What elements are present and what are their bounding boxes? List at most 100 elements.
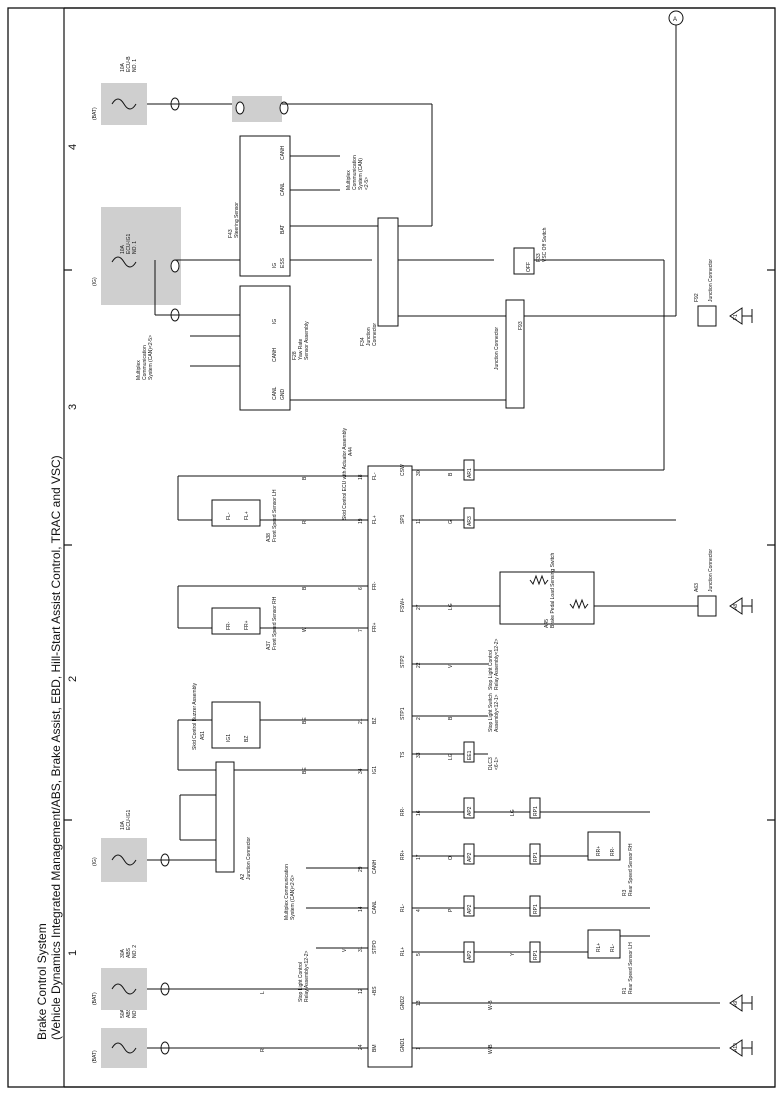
- junction-a2: A2 Junction Connector: [179, 761, 368, 880]
- svg-text:14: 14: [358, 906, 364, 912]
- junction-a63: A63 Junction Connector A8: [694, 549, 753, 617]
- svg-text:RR+: RR+: [596, 846, 602, 856]
- fuse-terminals: [160, 96, 289, 1055]
- grid-number-3: 3: [67, 404, 79, 410]
- svg-text:CANH: CANH: [280, 145, 286, 160]
- svg-text:34: 34: [358, 768, 364, 774]
- svg-text:Multiplex Communication: Multiplex Communication: [284, 864, 290, 920]
- svg-text:CANH: CANH: [372, 859, 378, 874]
- svg-text:+BS: +BS: [372, 986, 378, 996]
- svg-text:A2: A2: [240, 874, 246, 880]
- svg-text:R1: R1: [622, 987, 628, 994]
- svg-text:22: 22: [416, 662, 422, 668]
- svg-text:P: P: [448, 908, 454, 912]
- svg-text:B: B: [302, 476, 308, 480]
- fuse-abs-no2: (BAT) 30A ABS NO. 2: [92, 945, 147, 1010]
- svg-text:STPO: STPO: [372, 940, 378, 954]
- svg-text:1: 1: [416, 1047, 422, 1050]
- svg-text:Stop Light Control: Stop Light Control: [488, 650, 494, 690]
- svg-text:B: B: [448, 472, 454, 476]
- svg-text:ESS: ESS: [280, 257, 286, 268]
- svg-text:F33: F33: [536, 253, 542, 262]
- power-wires: [147, 103, 720, 1049]
- skid-control-ecu: A44 Skid Control ECU with Actuator Assem…: [342, 428, 413, 1068]
- svg-text:FL-: FL-: [372, 472, 378, 480]
- vsc-off-switch: OFF F33 VSC Off Switch: [412, 227, 665, 471]
- junction-f34: F34 Junction Connector: [360, 217, 676, 346]
- steering-sensor: F43 Steering Sensor IG ESS BAT CANL CANH: [228, 135, 340, 277]
- svg-text:AR1: AR1: [467, 468, 473, 478]
- svg-text:F34: F34: [360, 337, 366, 346]
- svg-text:A51: A51: [200, 731, 206, 740]
- svg-text:Communication: Communication: [352, 155, 358, 190]
- svg-text:ABS: ABS: [126, 947, 132, 958]
- bottom-grounds: A9 A19: [729, 994, 753, 1057]
- svg-text:System (CAN)<2-5>: System (CAN)<2-5>: [290, 875, 296, 920]
- svg-text:IG: IG: [272, 319, 278, 324]
- svg-text:21: 21: [358, 718, 364, 724]
- svg-text:W-B: W-B: [488, 1044, 494, 1054]
- fuse-ecu-b-no1: (BAT) 10A ECU-B NO. 1: [92, 56, 147, 125]
- actuator-left-pins: 24 BM R 12 +BS L 31 STPO V 14 CANL 29 CA…: [260, 472, 378, 1052]
- svg-text:LG: LG: [448, 753, 454, 760]
- svg-text:F92: F92: [694, 293, 700, 302]
- svg-text:ECU-IG1: ECU-IG1: [126, 234, 132, 255]
- svg-text:Communication: Communication: [142, 345, 148, 380]
- svg-text:CANL: CANL: [272, 386, 278, 400]
- svg-text:Relay Assembly<12-2>: Relay Assembly<12-2>: [494, 639, 500, 690]
- svg-text:W: W: [302, 627, 308, 632]
- svg-text:AP2: AP2: [467, 852, 473, 862]
- svg-text:ABS: ABS: [126, 1007, 132, 1018]
- svg-text:FR-: FR-: [226, 621, 232, 630]
- grid-number-4: 4: [67, 144, 79, 150]
- svg-text:Rear Speed Sensor LH: Rear Speed Sensor LH: [628, 942, 634, 994]
- svg-text:A19: A19: [733, 1043, 739, 1052]
- multiplex-yaw-note: Multiplex Communication System (CAN)<2-5…: [136, 335, 154, 380]
- svg-text:F43: F43: [228, 229, 234, 238]
- svg-text:BAT: BAT: [280, 225, 286, 234]
- svg-text:RR-: RR-: [610, 847, 616, 856]
- svg-text:RR-: RR-: [400, 807, 406, 816]
- front-speed-sensor-lh: FL- FL+ A38 Front Speed Sensor LH: [177, 475, 368, 542]
- grid-number-2: 2: [67, 676, 79, 682]
- svg-text:29: 29: [358, 866, 364, 872]
- svg-text:FL-: FL-: [226, 512, 232, 520]
- svg-text:Skid Control ECU with Actuator: Skid Control ECU with Actuator Assembly: [342, 428, 348, 520]
- svg-text:NO. 2: NO. 2: [132, 945, 138, 958]
- fuse-abs-no1: (BAT) 50A ABS NO. 1: [92, 1005, 147, 1068]
- svg-text:NO. 1: NO. 1: [132, 1005, 138, 1018]
- svg-text:IG1: IG1: [226, 734, 232, 742]
- svg-text:B: B: [448, 716, 454, 720]
- svg-text:A: A: [673, 17, 677, 23]
- svg-text:LG: LG: [510, 809, 516, 816]
- svg-text:CSW: CSW: [400, 464, 406, 476]
- svg-text:2: 2: [416, 717, 422, 720]
- page-title: Brake Control System: [35, 923, 49, 1040]
- svg-text:VSC Off Switch: VSC Off Switch: [542, 227, 548, 262]
- svg-text:Junction Connector: Junction Connector: [246, 837, 252, 880]
- svg-text:FR+: FR+: [244, 620, 250, 630]
- svg-text:L: L: [260, 991, 266, 994]
- svg-text:<2-5>: <2-5>: [364, 177, 370, 190]
- svg-text:G: G: [448, 520, 454, 524]
- svg-text:RL+: RL+: [400, 947, 406, 956]
- svg-text:R3: R3: [622, 889, 628, 896]
- svg-text:A38: A38: [266, 533, 272, 542]
- svg-text:10A: 10A: [120, 244, 126, 254]
- junction-f93: F93 Junction Connector: [494, 299, 525, 409]
- svg-text:RL+: RL+: [596, 943, 602, 952]
- svg-text:10A: 10A: [120, 62, 126, 72]
- svg-text:17: 17: [416, 854, 422, 860]
- svg-text:System (CAN)<2-5>: System (CAN)<2-5>: [148, 335, 154, 380]
- svg-text:Stop Light Control: Stop Light Control: [298, 962, 304, 1002]
- svg-text:GND2: GND2: [400, 996, 406, 1010]
- svg-text:Junction Connector: Junction Connector: [494, 327, 500, 370]
- svg-text:FR+: FR+: [372, 622, 378, 632]
- svg-text:ECU-IG1: ECU-IG1: [126, 810, 132, 831]
- svg-text:(BAT): (BAT): [92, 1050, 98, 1063]
- right-notes: DLC3 <6-1> Stop Light Switch Assembly<12…: [488, 639, 500, 770]
- right-signal-wires: [412, 605, 700, 953]
- svg-text:STP2: STP2: [400, 655, 406, 668]
